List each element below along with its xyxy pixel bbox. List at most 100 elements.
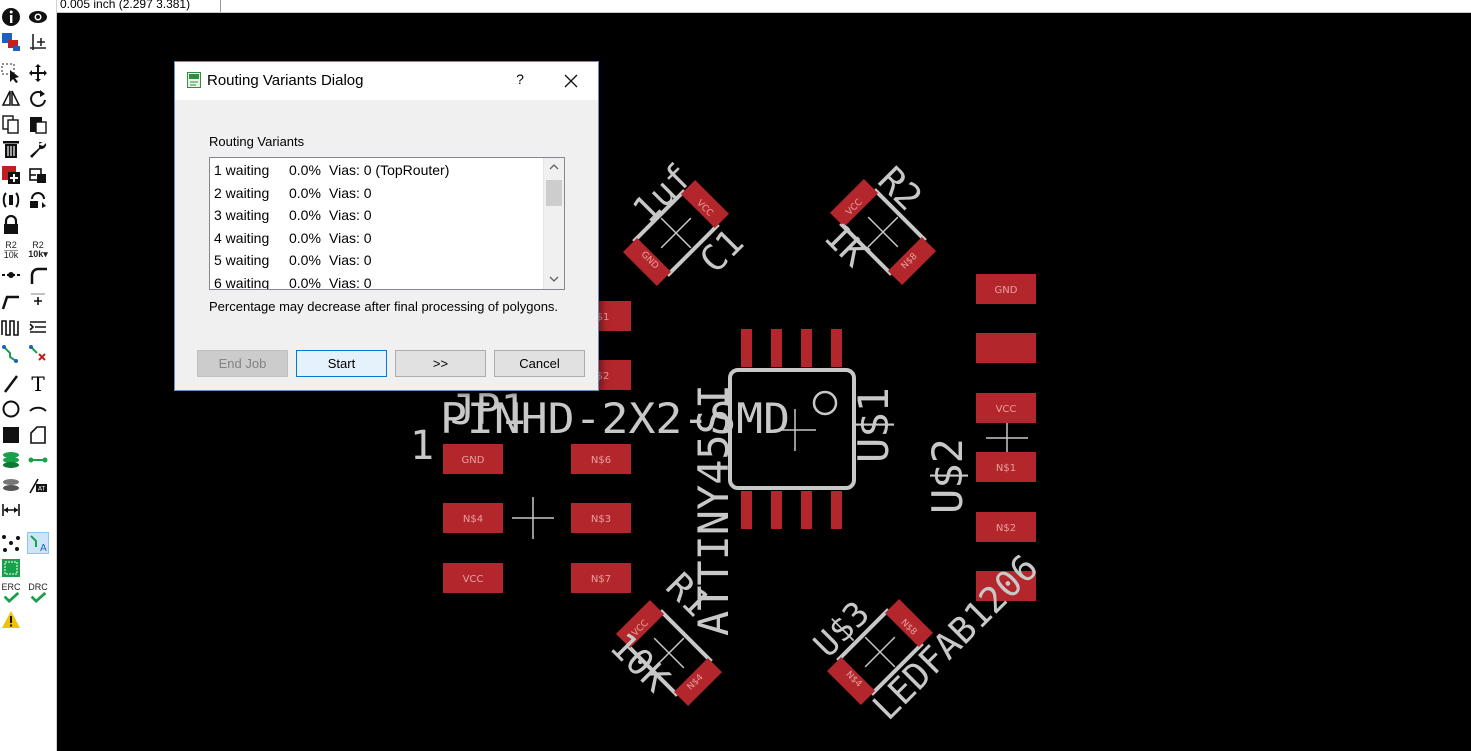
circle-icon[interactable] [0, 398, 22, 420]
pad[interactable] [571, 503, 631, 533]
scroll-up-icon[interactable] [548, 162, 560, 172]
board-icon[interactable] [0, 557, 22, 579]
pad[interactable] [443, 563, 503, 593]
add-part-icon[interactable] [0, 164, 22, 186]
ripup-icon[interactable] [27, 342, 49, 364]
pad[interactable] [673, 657, 723, 707]
pad[interactable] [976, 512, 1036, 542]
list-item[interactable]: 6 waiting 0.0% Vias: 0 [214, 274, 372, 290]
diff-pair-icon[interactable] [27, 316, 49, 338]
split-icon[interactable] [0, 264, 22, 286]
layer-display-icon[interactable] [0, 31, 22, 53]
pad[interactable] [831, 329, 842, 367]
erc-button[interactable]: ERC [0, 582, 22, 604]
arc-icon[interactable] [27, 398, 49, 420]
pad-label: $2 [597, 371, 610, 382]
eye-icon[interactable] [27, 6, 49, 28]
list-item[interactable]: 3 waiting 0.0% Vias: 0 [214, 207, 372, 223]
pad[interactable] [571, 563, 631, 593]
pad[interactable] [771, 491, 782, 529]
warning-icon[interactable] [0, 609, 22, 631]
cancel-button[interactable]: Cancel [494, 350, 585, 377]
routing-variants-list[interactable]: 1 waiting 0.0% Vias: 0 (TopRouter) 2 wai… [209, 157, 565, 290]
list-scrollbar[interactable] [543, 158, 564, 289]
copy-icon[interactable] [0, 113, 22, 135]
pad[interactable] [615, 599, 665, 649]
pad[interactable] [443, 444, 503, 474]
drc-button[interactable]: DRC [27, 582, 49, 604]
mark-icon[interactable] [27, 31, 49, 53]
pad[interactable] [801, 491, 812, 529]
delete-icon[interactable] [0, 138, 22, 160]
pad[interactable] [622, 237, 672, 287]
pad[interactable] [741, 329, 752, 367]
meander-icon[interactable] [0, 316, 22, 338]
line-icon[interactable] [0, 373, 22, 395]
mcu-name-label: U$1 [849, 387, 898, 463]
svg-text:A: A [40, 543, 47, 553]
header-value-label: PINHD-2X2-SMD [440, 394, 790, 443]
miter-icon[interactable] [27, 264, 49, 286]
pad[interactable] [801, 329, 812, 367]
pad[interactable] [831, 491, 842, 529]
routing-variants-dialog: Routing Variants Dialog ? Routing Varian… [174, 61, 599, 391]
signal-icon[interactable] [27, 449, 49, 471]
pad[interactable] [976, 571, 1036, 601]
lock-change-icon[interactable] [27, 189, 49, 211]
pad[interactable] [741, 491, 752, 529]
close-icon[interactable] [561, 71, 581, 91]
pad[interactable] [887, 236, 937, 286]
pad[interactable] [680, 179, 730, 229]
hole-icon[interactable] [0, 474, 22, 496]
list-item[interactable]: 4 waiting 0.0% Vias: 0 [214, 229, 372, 246]
pad[interactable] [571, 444, 631, 474]
text-icon[interactable]: T [31, 372, 45, 396]
autorouter-icon[interactable]: A [27, 532, 49, 554]
app-icon [187, 72, 201, 88]
mirror-icon[interactable] [0, 87, 22, 109]
attribute-icon[interactable]: AT [27, 474, 49, 496]
via-icon[interactable] [0, 449, 22, 471]
routing-variants-label: Routing Variants [209, 134, 305, 149]
pad[interactable] [829, 178, 879, 228]
group-select-icon[interactable] [0, 62, 22, 84]
c1-name-label: C1 [692, 222, 752, 282]
paste-icon[interactable] [27, 113, 49, 135]
ratsnest-icon[interactable] [0, 532, 22, 554]
smash-icon[interactable] [27, 290, 49, 312]
pad[interactable] [976, 393, 1036, 423]
optimize-icon[interactable] [0, 290, 22, 312]
dialog-titlebar[interactable]: Routing Variants Dialog ? [175, 62, 598, 100]
rectangle-icon[interactable] [0, 424, 22, 446]
scrollbar-thumb[interactable] [546, 180, 562, 206]
end-job-button[interactable]: End Job [197, 350, 288, 377]
lock-icon[interactable] [0, 214, 22, 236]
help-button[interactable]: ? [516, 71, 524, 87]
start-button[interactable]: Start [296, 350, 387, 377]
replace-icon[interactable] [27, 164, 49, 186]
pad[interactable] [443, 503, 503, 533]
list-item[interactable]: 2 waiting 0.0% Vias: 0 [214, 184, 372, 201]
u3-name-label: U$3 [806, 594, 878, 666]
board-drawing: GND N$6 N$4 N$3 VCC N$7 $1 $2 GND VCC N$… [410, 156, 1046, 728]
scroll-down-icon[interactable] [548, 274, 560, 284]
pad[interactable] [771, 329, 782, 367]
wrench-icon[interactable] [27, 138, 49, 160]
move-icon[interactable] [27, 62, 49, 84]
pad[interactable] [976, 452, 1036, 482]
swap-icon[interactable] [0, 189, 22, 211]
pad[interactable] [976, 274, 1036, 304]
pad[interactable] [826, 656, 876, 706]
rotate-icon[interactable] [27, 87, 49, 109]
polygon-icon[interactable] [27, 424, 49, 446]
route-icon[interactable] [0, 342, 22, 364]
info-icon[interactable] [0, 6, 22, 28]
list-item[interactable]: 1 waiting 0.0% Vias: 0 (TopRouter) [214, 162, 450, 178]
pad[interactable] [976, 333, 1036, 363]
pad[interactable] [884, 598, 934, 648]
next-button[interactable]: >> [395, 350, 486, 377]
list-item[interactable]: 5 waiting 0.0% Vias: 0 [214, 252, 372, 268]
dimension-icon[interactable] [0, 499, 22, 521]
